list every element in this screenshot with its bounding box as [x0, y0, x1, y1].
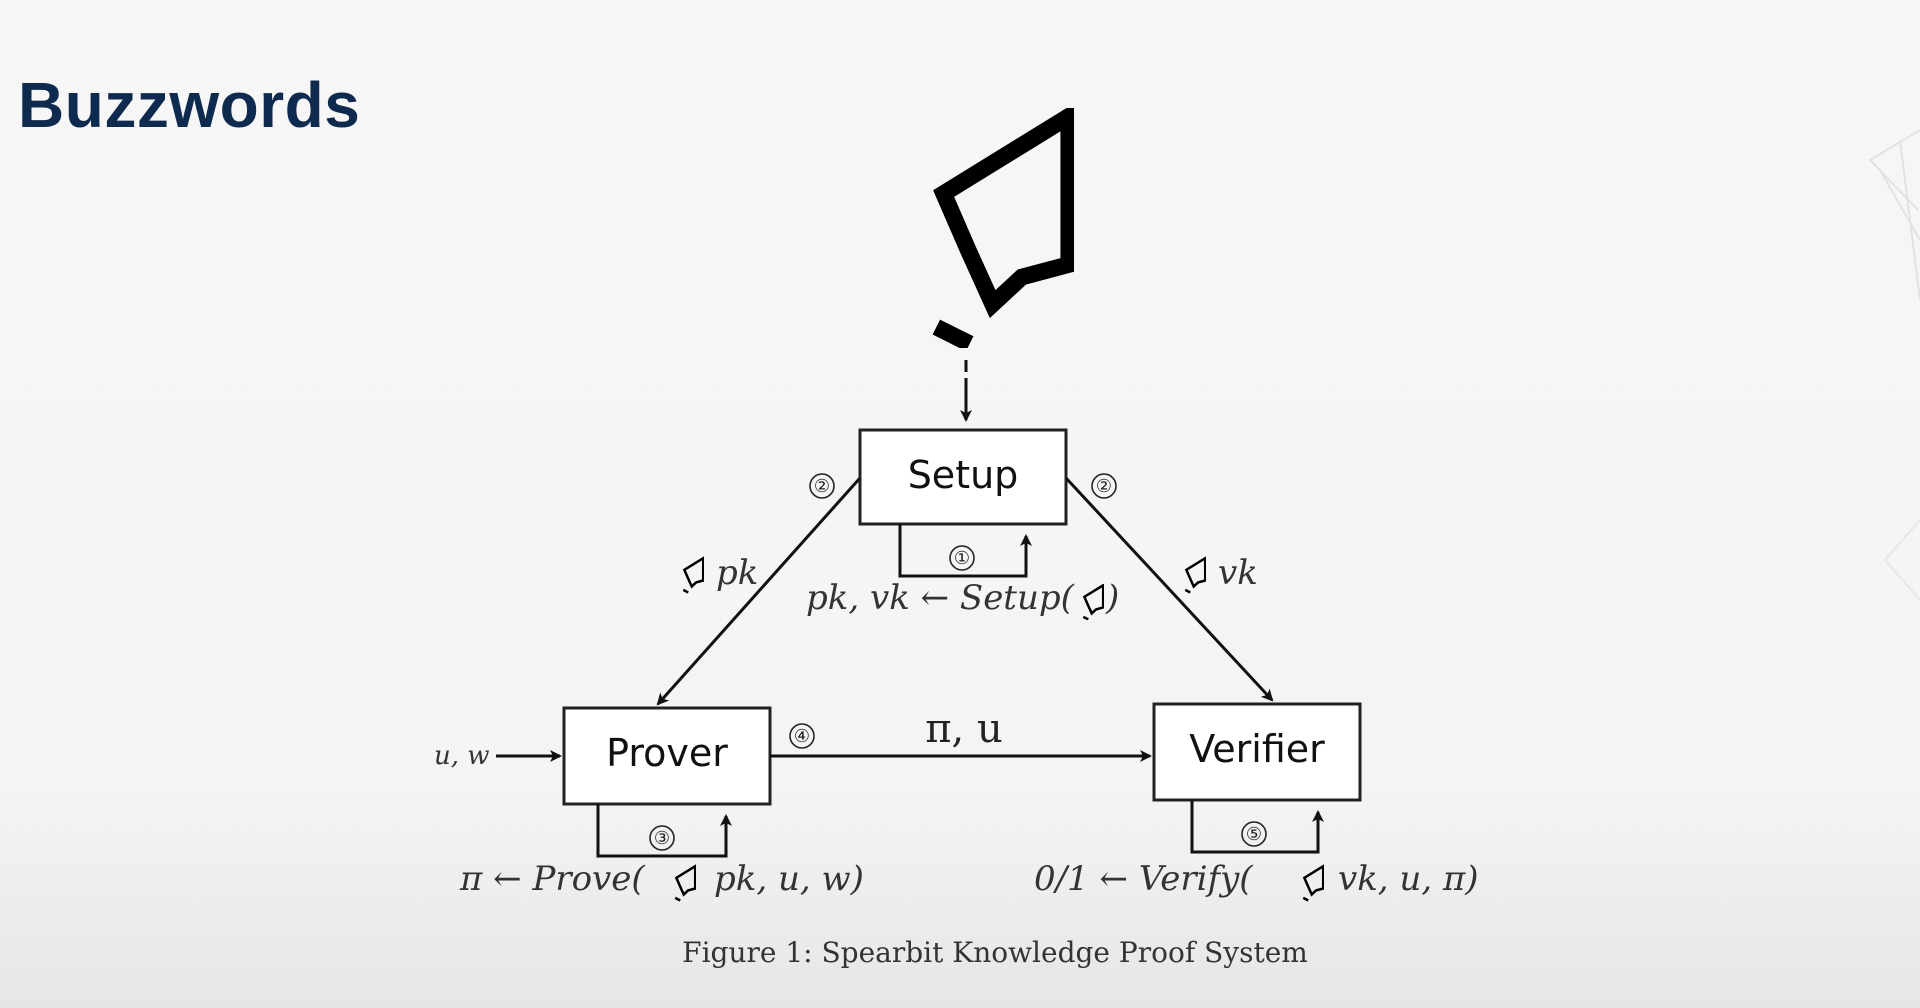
verify-formula: 0/1 ← Verify( vk, u, π) — [1034, 859, 1479, 902]
prover-label: Prover — [606, 731, 728, 775]
edge-label-pk: pk — [716, 553, 758, 593]
setup-formula: pk, vk ← Setup( ) — [806, 578, 1119, 620]
spear-icon-small — [1184, 556, 1206, 594]
prover-node: Prover — [562, 706, 772, 806]
verifier-label: Verifier — [1189, 727, 1325, 771]
slide-title: Buzzwords — [18, 69, 361, 141]
setup-to-verifier-edge: ② vk — [1064, 473, 1274, 702]
corner-decoration — [1868, 129, 1920, 601]
step-5: ⑤ — [1246, 824, 1262, 845]
prover-input: u, w — [434, 741, 562, 771]
prover-input-label: u, w — [434, 741, 490, 771]
spear-icon-small — [682, 556, 704, 594]
step-3: ③ — [654, 828, 670, 849]
setup-label: Setup — [908, 453, 1019, 497]
setup-node: Setup — [858, 428, 1068, 526]
setup-loop: ① — [898, 524, 1032, 578]
step-2-right: ② — [1096, 476, 1112, 497]
edge-label-pi-u: π, u — [925, 706, 1002, 752]
spear-icon — [936, 116, 1068, 343]
spear-icon-small — [1302, 864, 1324, 902]
prove-formula: π ← Prove( pk, u, w) — [459, 859, 864, 902]
verify-formula-args: vk, u, π) — [1338, 859, 1479, 899]
prove-formula-args: pk, u, w) — [714, 859, 864, 899]
spear-icon-small — [674, 864, 696, 902]
verifier-node: Verifier — [1152, 702, 1362, 802]
spear-icon-small — [1082, 584, 1104, 620]
verifier-loop: ⑤ — [1190, 800, 1324, 854]
figure-caption: Figure 1: Spearbit Knowledge Proof Syste… — [682, 936, 1308, 969]
step-2-left: ② — [814, 476, 830, 497]
setup-to-prover-edge: ② pk — [656, 473, 862, 706]
setup-formula-text: pk, vk ← Setup( — [806, 578, 1075, 618]
prove-formula-text: π ← Prove( — [459, 859, 645, 899]
prover-loop: ③ — [596, 804, 732, 858]
step-4: ④ — [794, 726, 810, 747]
edge-label-vk: vk — [1218, 553, 1258, 593]
setup-formula-close: ) — [1105, 578, 1119, 618]
prover-to-verifier-edge: ④ π, u — [770, 706, 1152, 762]
verify-formula-text: 0/1 ← Verify( — [1034, 859, 1253, 899]
step-1: ① — [954, 548, 970, 569]
